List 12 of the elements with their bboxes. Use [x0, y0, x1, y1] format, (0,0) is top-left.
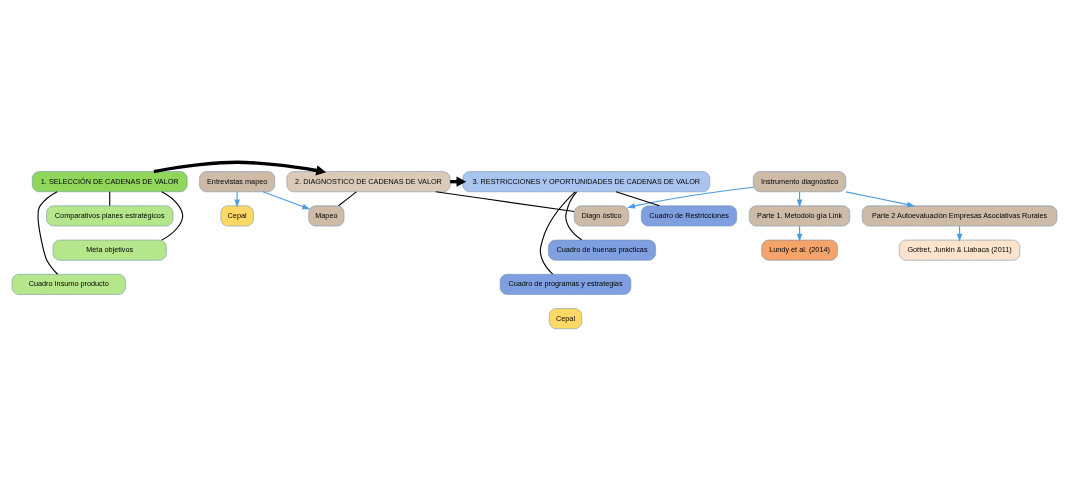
connector	[615, 191, 660, 207]
connector	[435, 191, 575, 213]
connector	[161, 191, 184, 241]
arrow	[153, 160, 327, 176]
arrow	[262, 191, 311, 210]
connector	[37, 191, 59, 275]
arrow	[845, 191, 916, 208]
arrow	[234, 191, 240, 208]
connector	[338, 191, 357, 207]
connector	[565, 191, 583, 241]
arrow	[627, 186, 754, 209]
connector	[539, 191, 576, 275]
